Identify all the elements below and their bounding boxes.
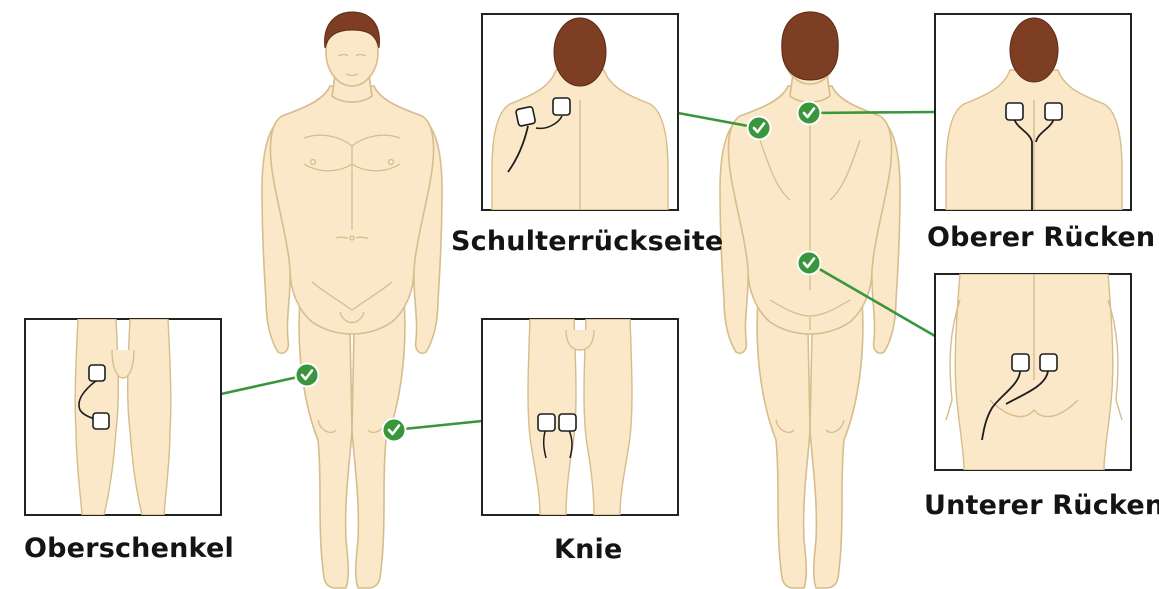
electrode-pad-icon bbox=[93, 413, 109, 429]
inset-oberschenkel bbox=[25, 319, 221, 515]
electrode-pad-icon bbox=[1012, 354, 1029, 371]
label-oberschenkel: Oberschenkel bbox=[24, 533, 234, 564]
check-circle-icon bbox=[798, 252, 821, 275]
electrode-pad-icon bbox=[538, 414, 555, 431]
check-circle-icon bbox=[383, 419, 406, 442]
back-left-leg bbox=[757, 300, 810, 588]
label-unterer-ruecken: Unterer Rücken bbox=[924, 490, 1159, 521]
electrode-pad-icon bbox=[553, 98, 570, 115]
connector-knie bbox=[394, 421, 482, 430]
label-schulterrueckseite: Schulterrückseite bbox=[451, 226, 723, 257]
check-circle-icon bbox=[798, 102, 821, 125]
electrode-pad-icon bbox=[516, 106, 536, 126]
electrode-pad-icon bbox=[559, 414, 576, 431]
electrode-pad-icon bbox=[1006, 103, 1023, 120]
front-body-figure bbox=[262, 18, 442, 588]
back-right-leg bbox=[810, 300, 863, 588]
check-circle-icon bbox=[296, 364, 319, 387]
label-knie: Knie bbox=[554, 534, 623, 565]
electrode-pad-icon bbox=[1045, 103, 1062, 120]
inset-oberer-ruecken bbox=[935, 14, 1131, 210]
electrode-pad-icon bbox=[1040, 354, 1057, 371]
front-left-leg bbox=[299, 300, 352, 588]
back-hair bbox=[782, 12, 838, 80]
electrode-pad-icon bbox=[89, 365, 105, 381]
inset-unterer-ruecken bbox=[935, 274, 1131, 470]
inset-schulterrueckseite bbox=[482, 14, 678, 210]
front-right-leg bbox=[352, 300, 405, 588]
connector-oberer-ruecken bbox=[809, 112, 935, 113]
check-circle-icon bbox=[748, 117, 771, 140]
label-oberer-ruecken: Oberer Rücken bbox=[927, 222, 1155, 253]
inset-knie bbox=[482, 319, 678, 515]
connector-oberschenkel bbox=[221, 375, 307, 394]
